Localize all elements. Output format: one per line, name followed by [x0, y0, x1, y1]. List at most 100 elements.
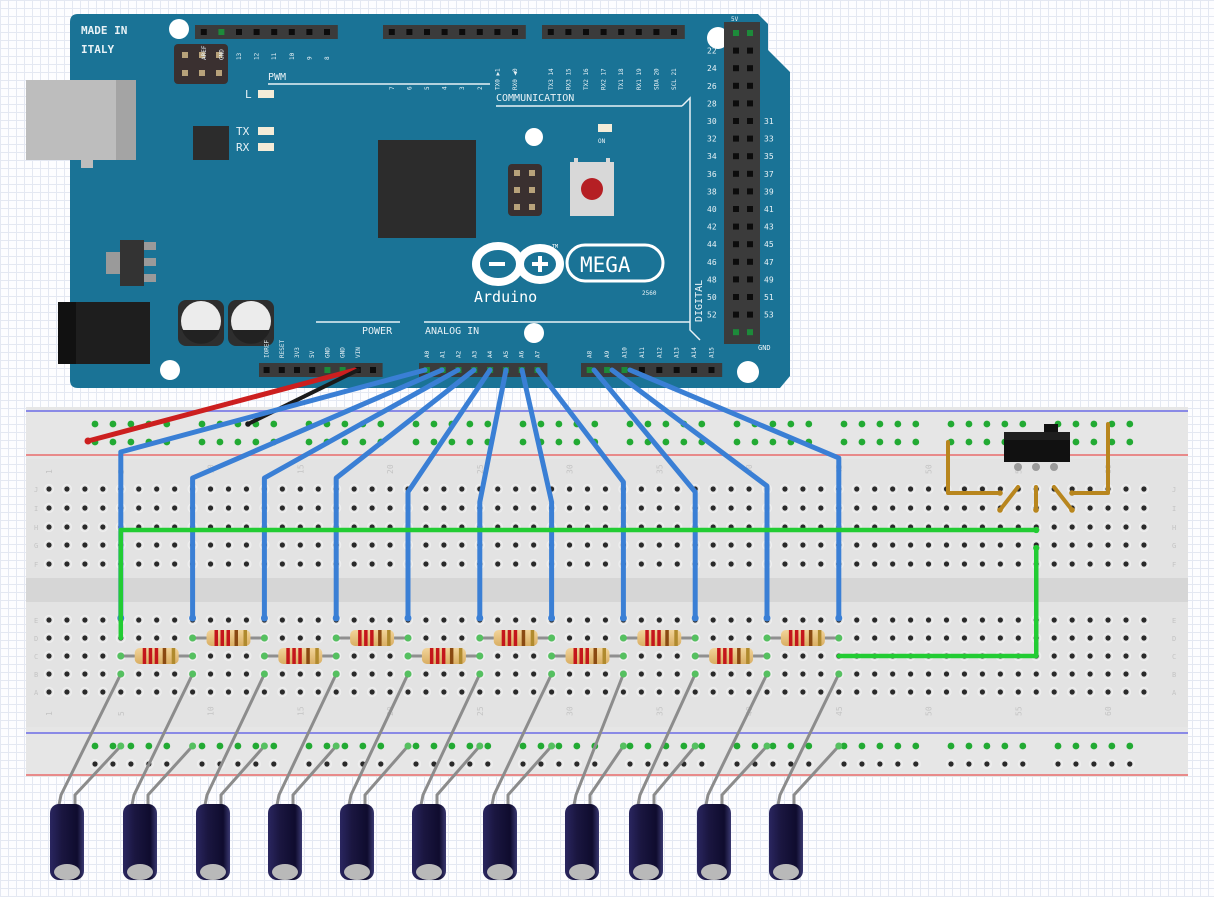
breadboard-hole[interactable]: [1108, 438, 1116, 446]
breadboard-hole[interactable]: [225, 505, 232, 511]
breadboard-hole[interactable]: [638, 542, 644, 548]
breadboard-hole[interactable]: [1051, 542, 1057, 548]
breadboard-hole[interactable]: [782, 617, 788, 623]
breadboard-hole[interactable]: [1141, 524, 1147, 530]
breadboard-hole[interactable]: [638, 505, 644, 511]
breadboard-hole[interactable]: [644, 742, 652, 750]
breadboard-hole[interactable]: [782, 671, 788, 677]
breadboard-hole[interactable]: [626, 742, 634, 750]
breadboard-hole[interactable]: [495, 689, 501, 695]
breadboard-hole[interactable]: [306, 761, 312, 767]
breadboard-hole[interactable]: [566, 671, 573, 677]
breadboard-hole[interactable]: [787, 742, 795, 750]
breadboard-hole[interactable]: [800, 542, 806, 548]
breadboard-hole[interactable]: [858, 438, 866, 446]
wire-signal-a3[interactable]: [333, 367, 477, 621]
breadboard-hole[interactable]: [46, 486, 52, 492]
breadboard-hole[interactable]: [1105, 689, 1111, 695]
breadboard-hole[interactable]: [908, 505, 914, 511]
breadboard-hole[interactable]: [1105, 671, 1111, 677]
breadboard-hole[interactable]: [961, 542, 968, 548]
breadboard-hole[interactable]: [234, 438, 242, 446]
breadboard-hole[interactable]: [127, 438, 135, 446]
breadboard-hole[interactable]: [100, 635, 106, 641]
header-pin[interactable]: [747, 329, 753, 336]
breadboard-hole[interactable]: [405, 689, 411, 695]
breadboard-hole[interactable]: [459, 561, 465, 567]
breadboard-hole[interactable]: [858, 742, 866, 750]
breadboard-hole[interactable]: [441, 561, 447, 567]
header-pin[interactable]: [733, 118, 739, 124]
breadboard-hole[interactable]: [983, 420, 991, 428]
breadboard-hole[interactable]: [145, 742, 153, 750]
breadboard-hole[interactable]: [961, 617, 968, 623]
breadboard-hole[interactable]: [1087, 561, 1093, 567]
breadboard-hole[interactable]: [890, 617, 896, 623]
breadboard-hole[interactable]: [602, 689, 609, 695]
breadboard-hole[interactable]: [82, 617, 88, 623]
breadboard-hole[interactable]: [466, 438, 474, 446]
breadboard-hole[interactable]: [154, 505, 160, 511]
breadboard-hole[interactable]: [359, 742, 367, 750]
breadboard-hole[interactable]: [110, 761, 116, 767]
header-pin[interactable]: [278, 367, 285, 373]
breadboard-hole[interactable]: [925, 486, 932, 492]
breadboard-hole[interactable]: [387, 561, 393, 567]
breadboard-hole[interactable]: [872, 635, 878, 641]
breadboard-hole[interactable]: [620, 689, 627, 695]
breadboard-hole[interactable]: [1015, 617, 1021, 623]
header-pin[interactable]: [691, 367, 698, 373]
header-pin[interactable]: [733, 223, 739, 230]
breadboard-hole[interactable]: [566, 617, 573, 623]
breadboard-hole[interactable]: [369, 486, 375, 492]
header-pin[interactable]: [583, 29, 589, 35]
breadboard-hole[interactable]: [46, 671, 52, 677]
breadboard-hole[interactable]: [369, 689, 375, 695]
wire-common-bottom[interactable]: [836, 545, 1039, 659]
breadboard-hole[interactable]: [836, 689, 842, 695]
breadboard-hole[interactable]: [423, 617, 429, 623]
breadboard-hole[interactable]: [638, 617, 644, 623]
breadboard-hole[interactable]: [997, 635, 1003, 641]
breadboard-hole[interactable]: [769, 742, 777, 750]
header-pin[interactable]: [673, 367, 680, 373]
breadboard-hole[interactable]: [674, 671, 680, 677]
breadboard-hole[interactable]: [485, 761, 491, 767]
breadboard-hole[interactable]: [199, 761, 205, 767]
breadboard-hole[interactable]: [584, 689, 591, 695]
breadboard-hole[interactable]: [82, 486, 88, 492]
breadboard-hole[interactable]: [431, 761, 437, 767]
breadboard-hole[interactable]: [662, 438, 670, 446]
breadboard-hole[interactable]: [746, 486, 752, 492]
breadboard-hole[interactable]: [324, 761, 330, 767]
breadboard-hole[interactable]: [555, 420, 563, 428]
breadboard-hole[interactable]: [513, 505, 519, 511]
breadboard-hole[interactable]: [894, 742, 902, 750]
breadboard-hole[interactable]: [854, 689, 860, 695]
breadboard-hole[interactable]: [351, 542, 357, 548]
breadboard-hole[interactable]: [100, 542, 106, 548]
breadboard-hole[interactable]: [1123, 653, 1129, 659]
capacitor[interactable]: [629, 670, 699, 881]
breadboard-hole[interactable]: [746, 635, 752, 641]
breadboard-hole[interactable]: [997, 617, 1003, 623]
wire-switch-right[interactable]: [1070, 422, 1110, 495]
breadboard-hole[interactable]: [638, 486, 644, 492]
breadboard-hole[interactable]: [584, 561, 591, 567]
header-pin[interactable]: [747, 223, 753, 230]
breadboard-hole[interactable]: [190, 689, 196, 695]
breadboard-hole[interactable]: [710, 617, 716, 623]
breadboard-hole[interactable]: [859, 761, 865, 767]
breadboard-hole[interactable]: [100, 486, 106, 492]
breadboard-hole[interactable]: [154, 486, 160, 492]
breadboard-hole[interactable]: [1015, 542, 1021, 548]
breadboard-hole[interactable]: [800, 505, 806, 511]
breadboard-hole[interactable]: [912, 420, 920, 428]
breadboard-hole[interactable]: [818, 671, 824, 677]
breadboard-hole[interactable]: [127, 742, 135, 750]
breadboard-hole[interactable]: [746, 505, 752, 511]
breadboard-hole[interactable]: [198, 742, 206, 750]
breadboard-hole[interactable]: [163, 742, 171, 750]
breadboard-hole[interactable]: [1141, 689, 1147, 695]
breadboard-hole[interactable]: [109, 420, 117, 428]
